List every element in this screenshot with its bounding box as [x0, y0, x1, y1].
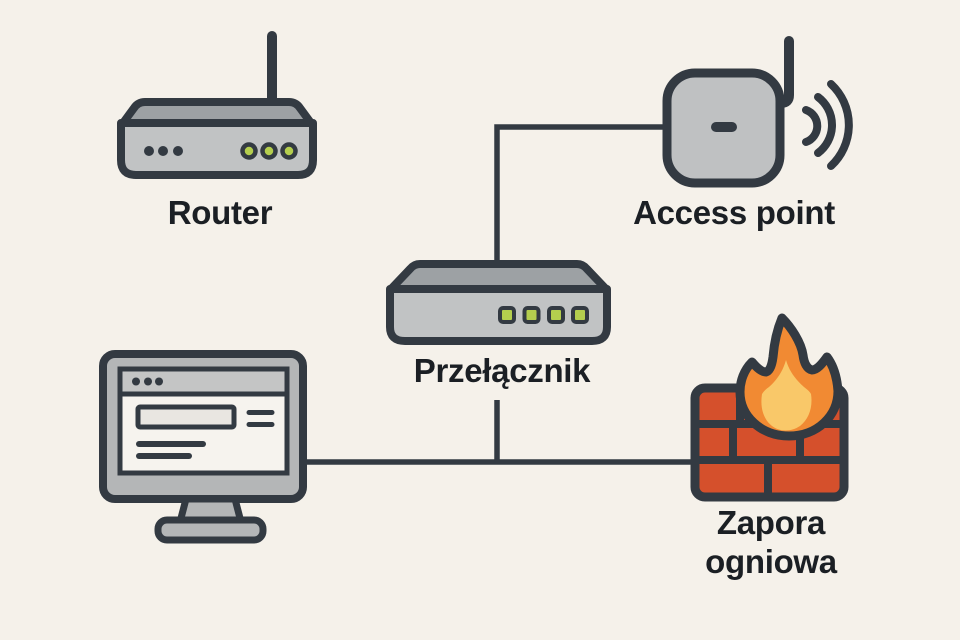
router-front-face	[117, 119, 317, 179]
browser-text-lines	[136, 441, 206, 459]
connection-switch-accesspoint	[494, 124, 672, 268]
switch-icon	[386, 260, 611, 345]
browser-window-dots	[132, 377, 163, 386]
access-point-dash	[711, 122, 737, 132]
router-led-lights	[240, 142, 298, 160]
router-label: Router	[167, 194, 273, 231]
switch-ports	[498, 306, 589, 324]
wifi-waves-icon	[802, 80, 853, 170]
router-icon	[117, 31, 317, 179]
computer-icon	[99, 350, 307, 544]
router-dots	[144, 146, 183, 156]
monitor-stand-base	[154, 516, 267, 544]
firewall-icon	[690, 313, 849, 502]
access-point-icon	[662, 36, 853, 188]
access-point-label: Access point	[633, 194, 835, 231]
browser-menu-dashes	[246, 410, 275, 427]
flame-inner-glow	[761, 360, 812, 431]
browser-address-bar	[135, 404, 237, 430]
connection-lines	[303, 124, 696, 465]
firewall-label: Zapora ogniowa	[705, 504, 837, 580]
switch-label: Przełącznik	[413, 352, 591, 389]
